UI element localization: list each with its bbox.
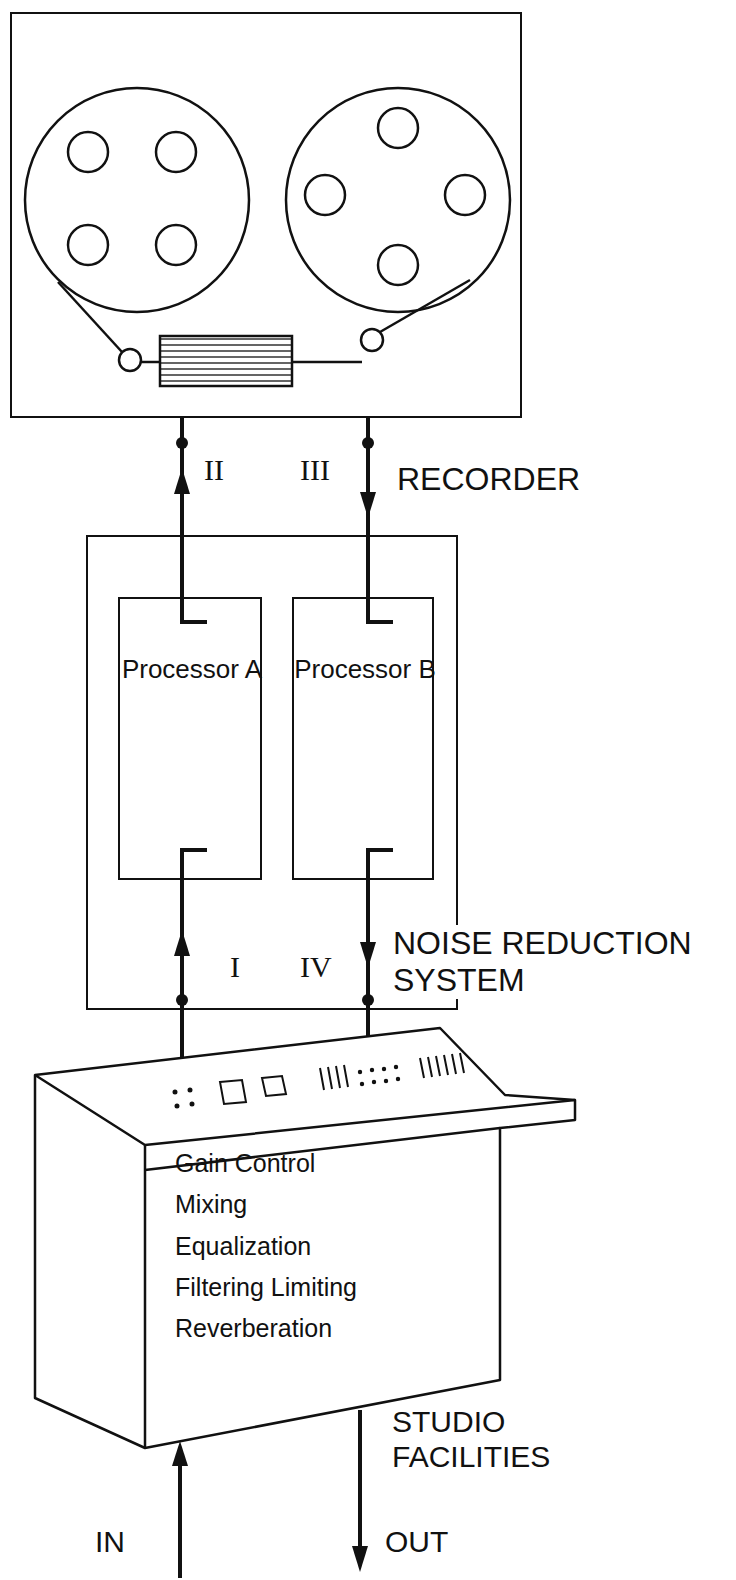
processor-brackets bbox=[182, 595, 393, 878]
arrowhead bbox=[360, 942, 376, 968]
arrowhead bbox=[360, 492, 376, 518]
processor-box: Processor A bbox=[118, 597, 262, 880]
tape-reels bbox=[25, 88, 510, 386]
studio-label: STUDIO FACILITIES bbox=[392, 1405, 582, 1474]
processor-label: Processor B bbox=[294, 655, 436, 685]
signal-point-number: IV bbox=[298, 952, 334, 982]
signal-point-number: III bbox=[298, 455, 332, 485]
recorder-label: RECORDER bbox=[397, 461, 697, 498]
console-functions: Gain Control Mixing Equalization Filteri… bbox=[175, 1143, 365, 1349]
signal-point-number: II bbox=[202, 455, 226, 485]
signal-point-number: I bbox=[228, 952, 242, 982]
processor-box: Processor B bbox=[292, 597, 434, 880]
arrowhead bbox=[174, 468, 190, 494]
console-controls bbox=[174, 1053, 465, 1108]
console-outline bbox=[35, 1028, 575, 1448]
processor-label: Processor A bbox=[120, 655, 264, 685]
console: Gain Control Mixing Equalization Filteri… bbox=[30, 1025, 580, 1485]
system-label: NOISE REDUCTION SYSTEM bbox=[390, 925, 736, 999]
signal-connector bbox=[174, 418, 190, 597]
recorder-box: RECORDER bbox=[10, 12, 522, 418]
noise-reduction-box: NOISE REDUCTION SYSTEMProcessor AProcess… bbox=[86, 535, 458, 1010]
signal-connector bbox=[174, 880, 190, 1058]
arrowhead bbox=[174, 930, 190, 956]
output-label: OUT bbox=[385, 1525, 448, 1560]
signal-connector bbox=[360, 880, 376, 1036]
signal-connector bbox=[360, 418, 376, 597]
in-out-arrows bbox=[172, 1410, 368, 1578]
input-label: IN bbox=[95, 1525, 125, 1560]
